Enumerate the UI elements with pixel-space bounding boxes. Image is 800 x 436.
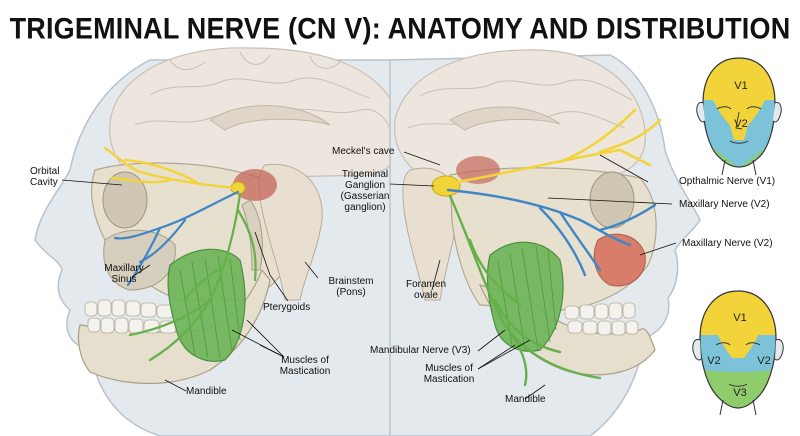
left-v3-nerve	[128, 192, 257, 362]
label-maxillary-sinus-text: Maxillary Sinus	[104, 263, 144, 285]
left-orbit	[102, 171, 148, 229]
label-mandibular-nerve: Mandibular Nerve (V3)	[370, 345, 471, 356]
label-maxillary-nerve-2: Maxillary Nerve (V2)	[682, 238, 773, 249]
face-bottom-v2-right-label: V2	[757, 355, 771, 367]
right-v1-nerve	[444, 108, 662, 186]
right-masseter-muscle	[486, 241, 564, 352]
page-title: TRIGEMINAL NERVE (CN V): ANATOMY AND DIS…	[9, 12, 791, 46]
left-pterygoid	[241, 199, 263, 271]
label-muscles-right: Muscles of Mastication	[418, 363, 480, 385]
face-top-v1-label: V1	[734, 80, 748, 92]
label-maxillary-nerve-1: Maxillary Nerve (V2)	[679, 199, 770, 210]
left-cavernous-region	[233, 169, 277, 201]
face-bottom-v3-label: V3	[733, 387, 747, 399]
label-opthalmic-nerve: Opthalmic Nerve (V1)	[679, 176, 776, 187]
right-head	[389, 49, 701, 436]
face-top-v2-label: V2	[734, 118, 748, 130]
right-v2-nerve	[446, 188, 657, 277]
label-orbital-cavity-text: Orbital Cavity	[30, 166, 60, 188]
label-maxillary-sinus: Maxillary Sinus	[100, 263, 148, 285]
right-trigeminal-ganglion	[431, 175, 461, 197]
face-bottom-v1-label: V1	[733, 312, 747, 324]
label-trigeminal-ganglion-text: Trigeminal Ganglion (Gasserian ganglion)	[340, 169, 390, 213]
label-foramen-ovale: Foramen ovale	[402, 279, 450, 301]
label-brainstem: Brainstem (Pons)	[318, 276, 384, 298]
label-brainstem-text: Brainstem (Pons)	[328, 276, 374, 298]
left-brainstem	[258, 163, 323, 301]
label-meckels-cave: Meckel's cave	[332, 146, 395, 157]
label-orbital-cavity: Orbital Cavity	[30, 166, 59, 188]
label-mandible-left: Mandible	[186, 386, 227, 397]
label-pterygoids: Pterygoids	[263, 302, 311, 313]
label-muscles-left-text: Muscles of Mastication	[279, 355, 331, 377]
label-trigeminal-ganglion: Trigeminal Ganglion (Gasserian ganglion)	[336, 169, 394, 213]
left-v2-nerve	[113, 190, 240, 287]
left-maxillary-sinus	[103, 229, 176, 291]
leader-lines	[61, 151, 677, 400]
face-bottom-v2-left-label: V2	[707, 355, 721, 367]
right-maxillary-sinus	[593, 233, 646, 287]
label-muscles-right-text: Muscles of Mastication	[423, 363, 475, 385]
left-v1-nerve	[103, 146, 240, 190]
label-foramen-ovale-text: Foramen ovale	[405, 279, 446, 301]
label-mandible-right: Mandible	[505, 394, 546, 405]
left-head	[34, 47, 421, 436]
label-muscles-left: Muscles of Mastication	[274, 355, 336, 377]
right-v3-nerve	[448, 194, 602, 387]
